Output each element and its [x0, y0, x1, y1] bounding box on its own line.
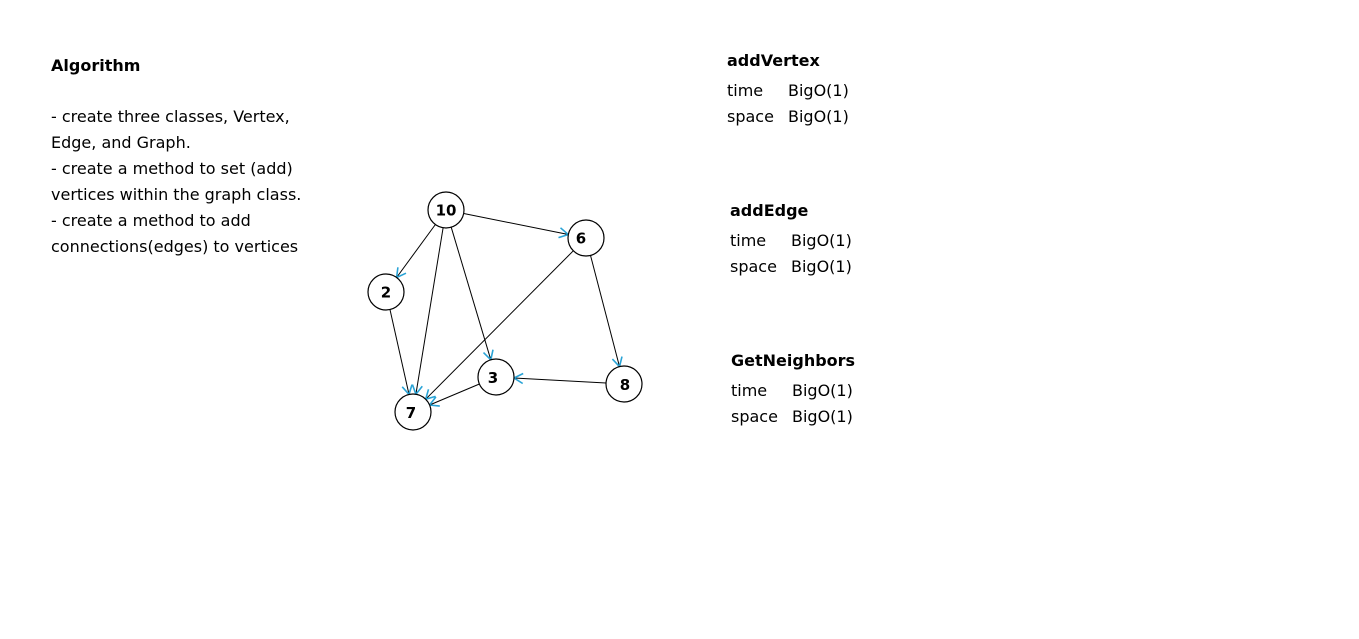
- method-title: GetNeighbors: [731, 351, 856, 370]
- node-10: 10: [427, 191, 465, 229]
- space-label: space: [731, 407, 778, 426]
- edge-line: [415, 227, 444, 395]
- algorithm-line: - create three classes, Vertex,: [51, 107, 290, 126]
- node-label: 6: [576, 230, 586, 248]
- node-circle: [427, 191, 465, 229]
- space-row: space BigO(1): [731, 404, 855, 430]
- edge-line: [425, 250, 574, 400]
- node-8: 8: [605, 365, 643, 403]
- algorithm-line: - create a method to set (add): [51, 159, 293, 178]
- complexity-addedge: addEdge time BigO(1) space BigO(1): [730, 200, 852, 280]
- node-6: 6: [567, 219, 605, 257]
- edge-line: [389, 309, 410, 395]
- node-label: 7: [406, 404, 416, 422]
- time-value: BigO(1): [788, 81, 849, 100]
- algorithm-line: connections(edges) to vertices: [51, 237, 299, 256]
- node-circle: [394, 393, 432, 431]
- algorithm-line: - create a method to add: [51, 211, 251, 230]
- time-label: time: [727, 81, 764, 100]
- algorithm-line: Edge, and Graph.: [51, 133, 191, 152]
- node-label: 2: [381, 284, 391, 302]
- node-circle: [605, 365, 643, 403]
- node-circle: [367, 273, 405, 311]
- node-7: 7: [394, 393, 432, 431]
- space-value: BigO(1): [792, 407, 853, 426]
- algorithm-steps: - create three classes, Vertex, Edge, an…: [51, 104, 351, 260]
- time-value: BigO(1): [791, 231, 852, 250]
- space-row: space BigO(1): [727, 104, 849, 130]
- node-label: 8: [620, 376, 630, 394]
- algorithm-section: Algorithm - create three classes, Vertex…: [51, 54, 351, 260]
- method-title: addEdge: [730, 201, 809, 220]
- space-value: BigO(1): [788, 107, 849, 126]
- edge-line: [429, 383, 480, 406]
- time-row: time BigO(1): [731, 378, 855, 404]
- algorithm-line: vertices within the graph class.: [51, 185, 302, 204]
- time-row: time BigO(1): [730, 228, 852, 254]
- node-circle: [567, 219, 605, 257]
- time-label: time: [730, 231, 767, 250]
- method-title: addVertex: [727, 51, 820, 70]
- edges-layer: [389, 213, 623, 407]
- edge-line: [450, 227, 492, 360]
- space-label: space: [727, 107, 774, 126]
- complexity-getneighbors: GetNeighbors time BigO(1) space BigO(1): [731, 350, 855, 430]
- node-label: 10: [436, 202, 457, 220]
- time-value: BigO(1): [792, 381, 853, 400]
- complexity-addvertex: addVertex time BigO(1) space BigO(1): [727, 50, 849, 130]
- edge-line: [590, 255, 620, 367]
- node-3: 3: [477, 358, 515, 396]
- space-value: BigO(1): [791, 257, 852, 276]
- node-label: 3: [488, 369, 498, 387]
- space-row: space BigO(1): [730, 254, 852, 280]
- edge-line: [396, 224, 436, 278]
- edge-line: [463, 213, 569, 235]
- space-label: space: [730, 257, 777, 276]
- time-row: time BigO(1): [727, 78, 849, 104]
- algorithm-title: Algorithm: [51, 56, 141, 75]
- time-label: time: [731, 381, 768, 400]
- node-2: 2: [367, 273, 405, 311]
- node-circle: [477, 358, 515, 396]
- nodes-layer: 10 6 2 3 8 7: [367, 191, 643, 431]
- edge-line: [513, 377, 607, 384]
